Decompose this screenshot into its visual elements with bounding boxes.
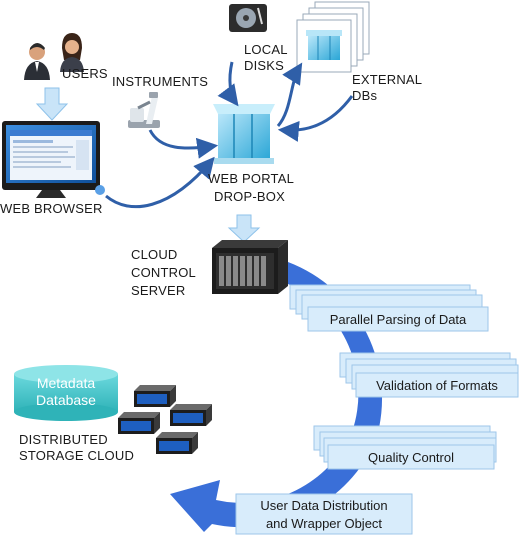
step-stack-parsing (289, 284, 489, 332)
external-dbs-line2: DBs (352, 88, 378, 103)
metadata-db-line2: Database (36, 392, 96, 408)
distributed-line2: STORAGE CLOUD (19, 448, 135, 463)
step-stack-quality (313, 425, 497, 470)
microscope-icon (128, 92, 160, 128)
users-to-browser-arrow (35, 87, 69, 121)
cylinder-icon (14, 365, 118, 421)
step-label: Validation of Formats (376, 378, 498, 393)
step-label: Parallel Parsing of Data (330, 312, 467, 327)
server-rack-icon (212, 240, 288, 294)
cloud-server-line1: CLOUD (131, 247, 178, 262)
cycle-arrow (170, 262, 383, 532)
cloud-server-line3: SERVER (131, 283, 186, 298)
user-female-icon (60, 33, 84, 72)
portal-to-server-arrow (227, 214, 261, 243)
web-portal-line1: WEB PORTAL (208, 171, 295, 186)
disks-to-portal-arrow (217, 61, 239, 107)
instruments-label: INSTRUMENTS (112, 74, 209, 89)
browser-to-portal-arrow (105, 156, 215, 209)
web-browser-label: WEB BROWSER (0, 201, 103, 216)
instruments-to-portal-arrow (148, 129, 219, 159)
step-label: Quality Control (368, 450, 454, 465)
step-stack-validation (339, 352, 519, 398)
users-label: USERS (62, 66, 108, 81)
web-portal-line2: DROP-BOX (214, 189, 285, 204)
final-step-line1: User Data Distribution (260, 498, 387, 513)
user-male-icon (24, 43, 50, 80)
distributed-line1: DISTRIBUTED (19, 432, 108, 447)
external-dbs-icon (296, 1, 370, 73)
database-icon (306, 30, 342, 60)
metadata-db-line1: Metadata (37, 375, 96, 391)
step-stack-distribution (235, 493, 413, 535)
external-dbs-line1: EXTERNAL (352, 72, 423, 87)
hard-disk-icon (229, 4, 267, 32)
local-disks-line2: DISKS (244, 58, 285, 73)
final-step-line2: and Wrapper Object (266, 516, 382, 531)
cloud-server-line2: CONTROL (131, 265, 196, 280)
portal-to-extdb-arrow (276, 62, 303, 127)
monitor-icon (2, 121, 105, 198)
web-portal-icon (213, 104, 275, 164)
local-disks-line1: LOCAL (244, 42, 288, 57)
storage-unit-icon (118, 385, 212, 454)
extdb-to-portal-arrow (277, 95, 354, 142)
